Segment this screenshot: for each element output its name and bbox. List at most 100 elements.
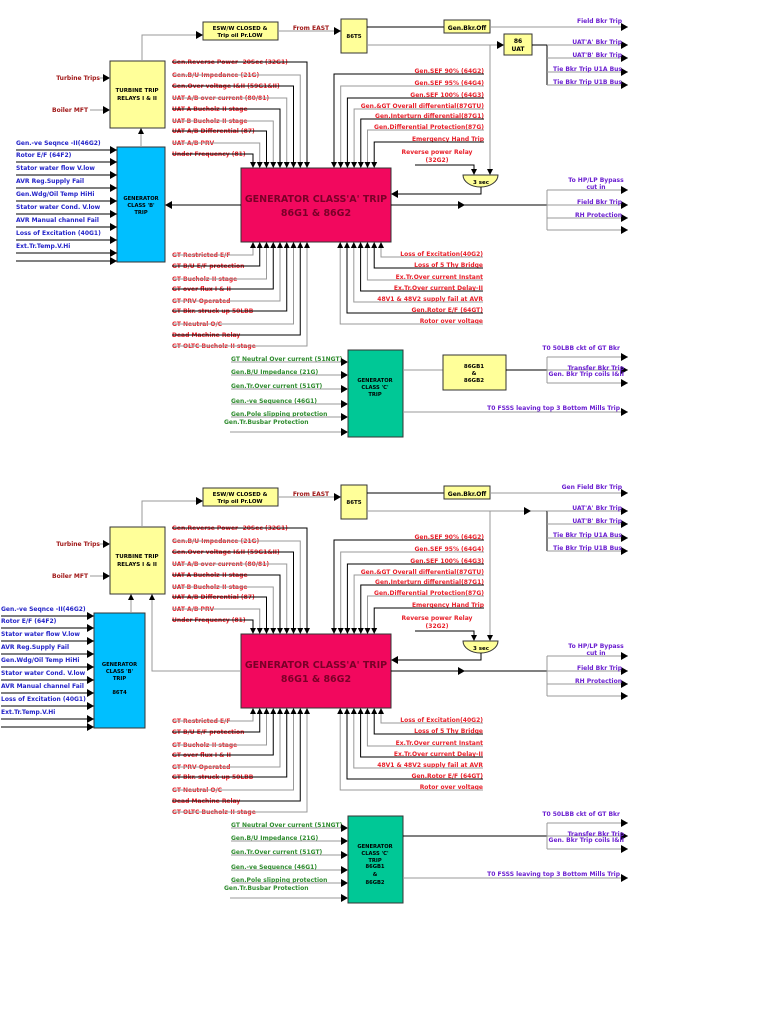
timer-label: 3 sec [473,180,489,186]
class-a-input-label: Gen.SEF 95% (64G4) [414,546,484,553]
arrowhead-icon [110,223,117,231]
connector-line [415,630,475,635]
connector-line [172,596,267,628]
gen-bkr-trip-coils-output: Gen. Bkr Trip coils I&II [549,371,624,378]
arrowhead-icon [621,54,628,62]
relay-86t5-label: 86T5 [346,34,361,40]
esw-box-label: Trip oil Pr.LOW [217,33,262,39]
arrowhead-icon [341,879,348,887]
arrowhead-icon [250,628,256,634]
arrowhead-icon [128,594,134,600]
generator-class-a-trip-box [240,633,392,709]
arrowhead-icon [357,242,364,248]
arrowhead-icon [621,534,628,542]
connector-line [172,142,261,162]
arrowhead-icon [277,162,283,168]
class-b-input-label: AVR Manual channel Fail [1,683,84,690]
lbb-output-label: T0 50LBB ckt of GT Bkr [542,811,620,818]
arrowhead-icon [341,358,348,366]
connector-line [172,714,254,722]
connector-line [346,563,484,628]
arrowhead-icon [341,371,348,379]
arrowhead-icon [371,628,378,634]
class-a-subtitle: 86G1 & 86G2 [281,208,351,219]
gen-bkr-trip-coils-output: Gen. Bkr Trip coils I&II [549,837,624,844]
class-b-label: TRIP [113,676,126,682]
arrowhead-icon [304,628,310,634]
class-c-relay-label: 86GB1 [365,864,384,870]
arrowhead-icon [290,162,297,168]
generator-class-c-trip-box [347,349,404,438]
arrowhead-icon [357,708,364,714]
arrowhead-icon [290,242,297,248]
connector-line [172,248,281,302]
connector-line [151,600,241,672]
arrowhead-icon [110,146,117,154]
class-c-input-label: Gen.Pole slipping protection [231,877,327,884]
class-a-input-label: Gen.Differential Protection(87G) [374,590,484,597]
arrowhead-icon [250,242,256,248]
turbine-box-label: TURBINE TRIP [115,554,158,560]
connector-line [172,130,267,162]
uat-output-label: Tie Bkr Trip U1B Bus [553,545,622,552]
arrowhead-icon [341,413,348,421]
connector-line [367,595,484,628]
connector-line [360,248,483,292]
arrowhead-icon [344,242,350,248]
arrowhead-icon [471,169,477,175]
class-b-label: GENERATOR [123,196,158,202]
arrowhead-icon [621,507,628,515]
uat-box-label: UAT [512,46,526,53]
arrowhead-icon [621,353,628,361]
arrowhead-icon [621,832,628,840]
hp-lp-bypass-output: cut in [586,650,605,657]
connector-line [172,248,274,290]
class-b-label: CLASS 'B' [127,203,155,209]
class-c-label: GENERATOR [357,378,392,384]
arrowhead-icon [344,628,351,634]
arrowhead-icon [621,692,628,700]
arrowhead-icon [350,242,357,248]
arrowhead-icon [103,572,110,580]
arrowhead-icon [344,708,350,714]
field-bkr-trip-output: Gen Field Bkr Trip [562,484,623,491]
connector-line [373,141,484,162]
from-east-label: From EAST [293,491,330,498]
arrowhead-icon [621,845,628,853]
arrowhead-icon [621,652,628,660]
connector-line [172,619,254,628]
class-b-input-label: AVR Reg.Supply Fail [16,178,84,185]
arrowhead-icon [471,635,477,641]
connector-line [172,108,281,162]
arrowhead-icon [331,162,337,168]
class-a-input-label: Ex.Tr.Over current Instant [396,740,484,747]
class-b-input-label: AVR Reg.Supply Fail [1,644,69,651]
class-a-title: GENERATOR CLASS'A' TRIP [245,660,387,671]
reverse-power-relay-label: (32G2) [426,157,449,164]
arrowhead-icon [110,197,117,205]
class-c-input-label: Gen.Tr.Busbar Protection [224,419,308,426]
esw-box-label: ESW/W CLOSED & [213,26,268,32]
connector-line [360,584,484,628]
field-bkr-trip-output: Field Bkr Trip [577,18,623,25]
class-b-input-label: Loss of Excitation (40G1) [1,696,86,703]
arrowhead-icon [621,819,628,827]
arrowhead-icon [87,650,94,658]
arrowhead-icon [297,162,304,168]
class-a-input-label: Gen.SEF 90% (64G2) [414,534,484,541]
connector-line [373,714,483,735]
generator-class-c-trip-box [347,815,404,904]
connector-line [172,540,301,628]
arrowhead-icon [270,242,277,248]
connector-line [172,248,267,280]
esw-box-label: ESW/W CLOSED & [213,492,268,498]
arrowhead-icon [357,628,364,634]
arrowhead-icon [196,31,203,39]
connector-line [353,714,483,769]
uat-output-label: UAT'B' Bkr Trip [572,52,622,59]
class-a-input-label: Gen.Interturn differential(87G1) [375,579,484,586]
gen-bkr-off-label: Gen.Bkr.Off [448,491,487,498]
class-b-input-label: Ext.Tr.Temp.V.Hi [1,709,55,716]
connector-line [346,97,484,162]
